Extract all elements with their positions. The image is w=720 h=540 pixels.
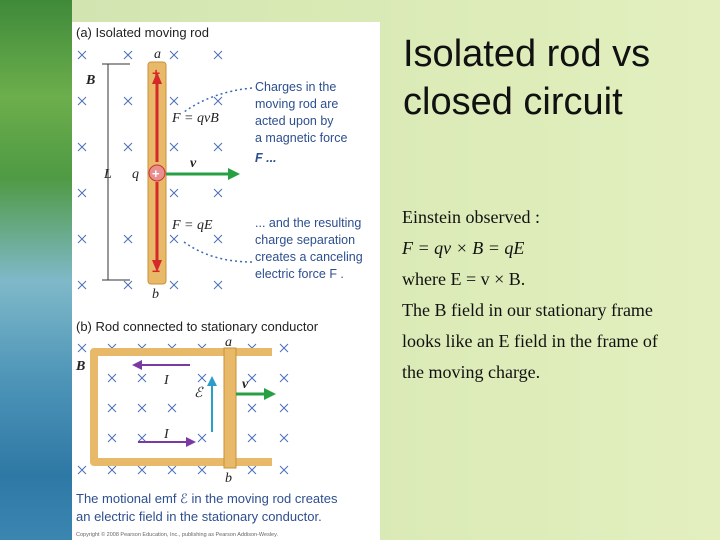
stationary-conductor <box>90 348 272 466</box>
svg-text:electric force F .: electric force F . <box>255 267 344 281</box>
slide-title-line-2: closed circuit <box>403 81 623 123</box>
label-I-bottom: I <box>163 427 170 442</box>
caption-line-1: The motional emf ℰ in the moving rod cre… <box>76 491 338 506</box>
svg-text:Charges in the: Charges in the <box>255 80 336 94</box>
label-B-b: B <box>75 359 85 374</box>
svg-text:a magnetic force: a magnetic force <box>255 131 347 145</box>
callout-arrow-bottom <box>183 241 253 263</box>
note-electric-force: ... and the resulting charge separation … <box>255 216 363 281</box>
svg-text:... and the resulting: ... and the resulting <box>255 216 361 230</box>
charge-q <box>148 164 166 182</box>
svg-text:+: + <box>152 166 160 181</box>
callout-arrow-top <box>183 87 253 113</box>
caption-line-2: an electric field in the stationary cond… <box>76 509 322 524</box>
label-b-b: b <box>225 471 232 486</box>
note-magnetic-force: Charges in the moving rod are acted upon… <box>255 80 347 165</box>
label-b-a: b <box>152 287 159 302</box>
body-line-5: looks like an E field in the frame of <box>402 331 658 351</box>
magnetic-field-crosses-b <box>77 343 289 475</box>
minus-sign-bottom: − <box>152 263 160 279</box>
label-a-b: a <box>225 335 232 350</box>
panel-b-title: (b) Rod connected to stationary conducto… <box>76 319 319 334</box>
svg-text:creates a canceling: creates a canceling <box>255 250 363 264</box>
moving-rod-b <box>223 347 237 469</box>
svg-text:moving rod are: moving rod are <box>255 97 338 111</box>
FB-equation: F = qvB <box>171 111 219 126</box>
body-line-2: F = qv × B = qE <box>402 238 525 258</box>
slide-body: Einstein observed : F = qv × B = qE wher… <box>402 202 712 388</box>
body-line-1: Einstein observed : <box>402 207 540 227</box>
plus-sign-top: + <box>152 65 160 81</box>
decorative-leaf-water-strip <box>0 0 72 540</box>
label-L: L <box>103 167 112 182</box>
slide-title: Isolated rod vs closed circuit <box>403 30 703 126</box>
FE-equation: F = qE <box>171 218 213 233</box>
label-a-top: a <box>154 47 161 62</box>
slide-title-line-1: Isolated rod vs <box>403 33 651 75</box>
body-line-3: where E = v × B. <box>402 269 526 289</box>
svg-text:charge separation: charge separation <box>255 233 355 247</box>
label-B-a: B <box>85 73 95 88</box>
label-emf: ℰ <box>194 386 204 401</box>
panel-a-title: (a) Isolated moving rod <box>76 25 209 40</box>
body-line-6: the moving charge. <box>402 362 541 382</box>
label-I-top: I <box>163 373 170 388</box>
svg-text:acted upon by: acted upon by <box>255 114 334 128</box>
label-v-a: v <box>190 156 197 171</box>
svg-text:F ...: F ... <box>255 151 277 165</box>
physics-figure: (a) Isolated moving rod B a L + − <box>75 25 363 538</box>
copyright: Copyright © 2008 Pearson Education, Inc.… <box>76 531 278 538</box>
body-line-4: The B field in our stationary frame <box>402 300 653 320</box>
label-v-b: v <box>242 377 249 392</box>
magnetic-field-crosses-a <box>77 50 223 290</box>
label-q: q <box>132 167 139 182</box>
figure-panel: (a) Isolated moving rod B a L + − <box>72 22 380 540</box>
